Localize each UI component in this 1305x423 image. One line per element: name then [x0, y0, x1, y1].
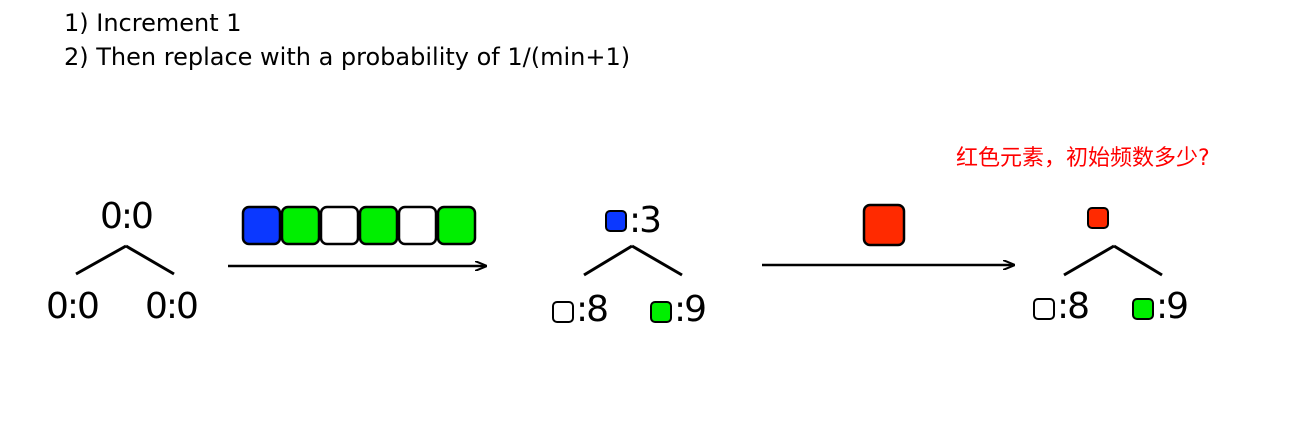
tree-after-red-left-square: [1033, 298, 1055, 320]
stream-element-green: [280, 205, 321, 246]
question-text: 红色元素，初始频数多少?: [956, 146, 1210, 171]
tree-after-red: :8 :9: [1033, 207, 1189, 327]
tree-initial: 0:0 0:0 0:0: [46, 196, 199, 327]
tree-after-stream-root-square: [605, 210, 627, 232]
tree-initial-right-edge: [125, 244, 175, 276]
tree-after-stream-root-count: :3: [629, 200, 660, 241]
stream-element-white: [397, 205, 438, 246]
incoming-red-element: [862, 203, 906, 247]
tree-initial-root-label: 0:0: [100, 196, 152, 237]
element-stream: [241, 205, 477, 246]
tree-after-red-left-count: :8: [1057, 286, 1088, 327]
instruction-step-1: 1) Increment 1: [64, 9, 242, 37]
stream-element-blue: [241, 205, 282, 246]
tree-after-stream-left-square: [552, 301, 574, 323]
tree-after-stream-right-count: :9: [674, 289, 705, 330]
tree-after-stream-right-edge: [631, 244, 683, 277]
tree-initial-left-edge: [75, 244, 127, 276]
tree-after-red-root-square: [1087, 207, 1109, 229]
tree-after-stream: :3 :8 :9: [552, 200, 707, 330]
tree-initial-right-label: 0:0: [145, 286, 197, 327]
instruction-step-2: 2) Then replace with a probability of 1/…: [64, 43, 631, 71]
stream-element-white: [319, 205, 360, 246]
tree-initial-left-label: 0:0: [46, 286, 98, 327]
tree-after-red-right-edge: [1113, 244, 1163, 277]
tree-after-red-right-square: [1132, 298, 1154, 320]
tree-after-stream-right-square: [650, 301, 672, 323]
stream-element-green: [436, 205, 477, 246]
tree-after-stream-left-count: :8: [576, 289, 607, 330]
tree-after-red-right-count: :9: [1156, 286, 1187, 327]
instruction-list: 1) Increment 1 2) Then replace with a pr…: [64, 6, 630, 74]
stream-element-green: [358, 205, 399, 246]
tree-after-red-left-edge: [1063, 244, 1115, 277]
tree-after-stream-left-edge: [583, 244, 633, 277]
